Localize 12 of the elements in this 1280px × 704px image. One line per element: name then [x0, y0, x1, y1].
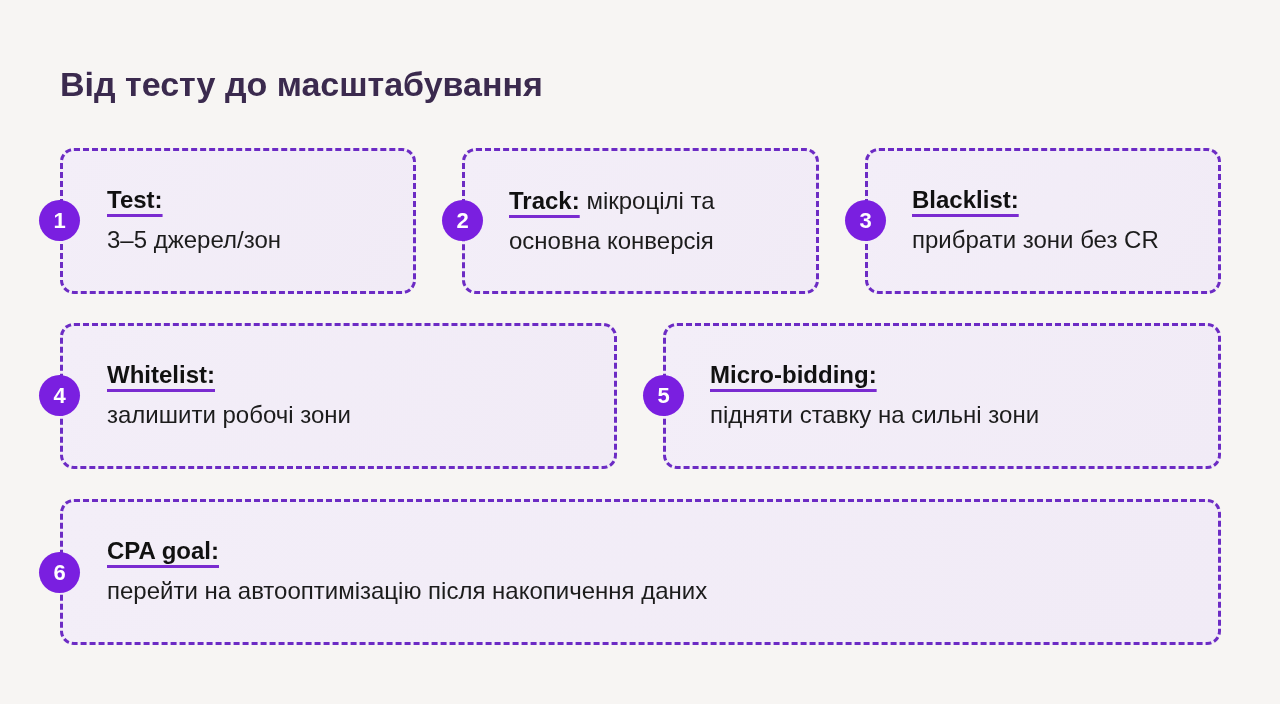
step-description: прибрати зони без CR: [912, 225, 1159, 255]
step-heading: CPA goal:: [107, 536, 219, 566]
step-heading: Test:: [107, 185, 163, 215]
step-description: підняти ставку на сильні зони: [710, 400, 1040, 430]
step-heading: Blacklist:: [912, 185, 1019, 215]
step-description: перейти на автооптимізацію після накопичення даних: [107, 576, 708, 606]
step-description: 3–5 джерел/зон: [107, 225, 282, 255]
step-heading: Micro-bidding:: [710, 360, 877, 390]
step-heading: Whitelist:: [107, 360, 215, 390]
step-description: Track: мікроцілі та основна конверсія: [509, 186, 716, 256]
step-description: залишити робочі зони: [107, 400, 351, 430]
title: Від тесту до масштабування: [60, 64, 543, 105]
